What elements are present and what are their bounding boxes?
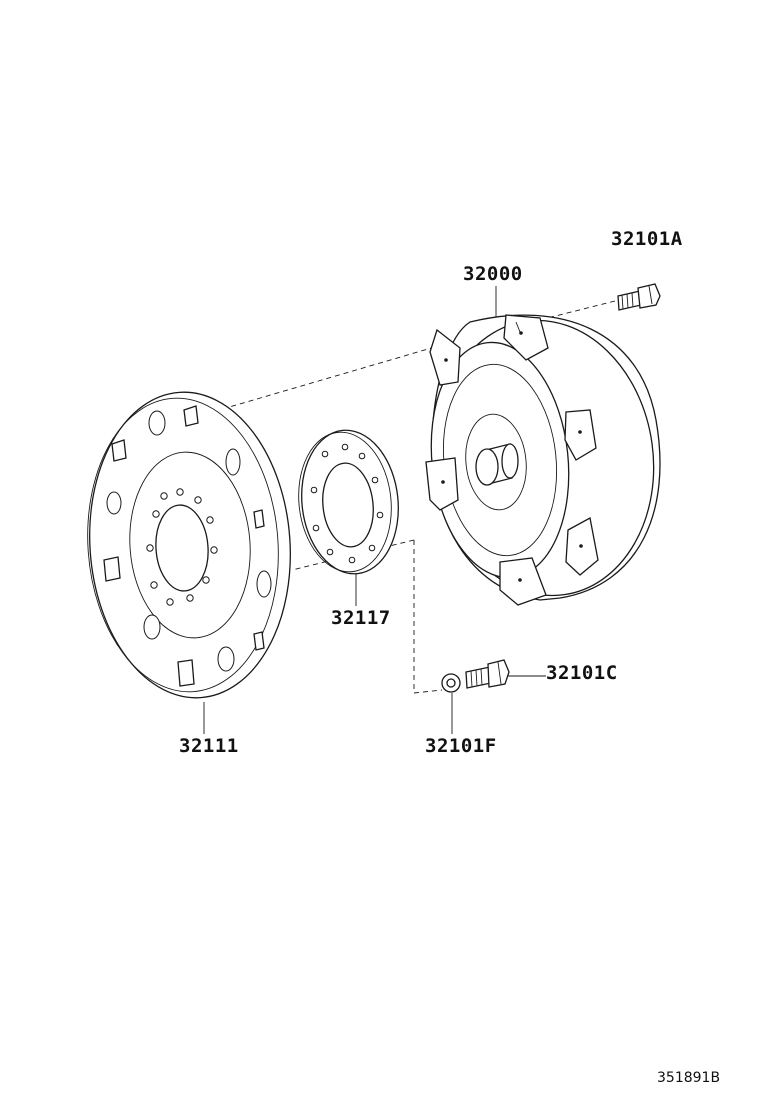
spacer-plate-drawing: [298, 429, 399, 575]
part-label-32101c[interactable]: 32101C: [546, 662, 618, 684]
part-label-32111[interactable]: 32111: [179, 735, 239, 757]
part-label-32117[interactable]: 32117: [331, 607, 391, 629]
bolt-32101a-drawing: [617, 283, 661, 311]
drive-plate-drawing: [87, 391, 291, 699]
washer-32101f-drawing: [441, 673, 461, 693]
diagram-reference-id: 351891B: [657, 1070, 721, 1086]
bolt-32101c-drawing: [465, 659, 510, 689]
part-label-32101a[interactable]: 32101A: [611, 228, 683, 250]
part-label-32000[interactable]: 32000: [463, 263, 523, 285]
part-label-32101f[interactable]: 32101F: [425, 735, 497, 757]
torque-converter-drawing: [425, 314, 661, 606]
part-leader-lines: [203, 286, 546, 734]
